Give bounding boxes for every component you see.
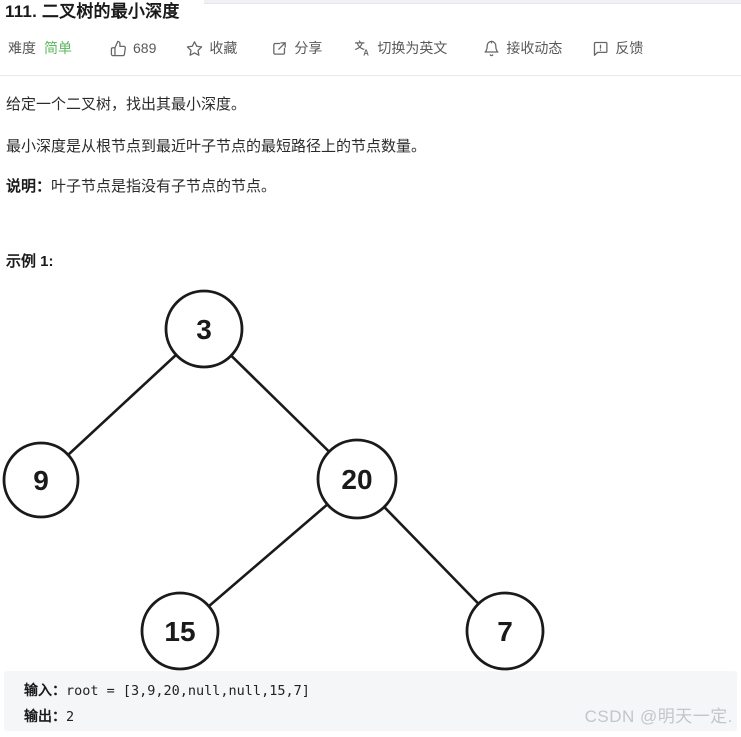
feedback-icon [592, 40, 609, 57]
input-label: 输入： [24, 682, 66, 698]
tree-node-value: 20 [341, 464, 372, 495]
example-heading: 示例 1: [6, 253, 54, 270]
page-title: 111. 二叉树的最小深度 [5, 2, 180, 21]
tree-node-value: 15 [164, 616, 195, 647]
share-icon [271, 40, 288, 57]
description-paragraph-1: 给定一个二叉树，找出其最小深度。 [6, 96, 247, 113]
example-code-block: 输入：root = [3,9,20,null,null,15,7] 输出：2 [4, 671, 737, 731]
header-divider [0, 75, 741, 76]
share-label: 分享 [294, 40, 323, 56]
top-edge-strip [204, 0, 741, 4]
like-count: 689 [133, 40, 157, 56]
difficulty-badge[interactable]: 简单 [44, 40, 72, 56]
example-output-line: 输出：2 [24, 703, 737, 729]
tree-node-value: 9 [33, 465, 49, 496]
tree-node-circle [316, 438, 398, 520]
tree-node-circle [465, 591, 545, 671]
favorite-button[interactable]: 收藏 [186, 38, 237, 58]
subscribe-label: 接收动态 [506, 40, 563, 56]
like-button[interactable]: 689 [110, 40, 156, 57]
share-button[interactable]: 分享 [271, 38, 322, 58]
description-paragraph-3: 说明：叶子节点是指没有子节点的节点。 [6, 175, 276, 196]
bell-icon [483, 40, 500, 57]
output-value: 2 [66, 709, 75, 725]
favorite-label: 收藏 [209, 40, 238, 56]
tree-node-circle [2, 441, 80, 519]
thumbs-up-icon [110, 40, 127, 57]
output-label: 输出： [24, 708, 66, 724]
watermark: CSDN @明天一定. [584, 707, 733, 726]
tree-node-value: 3 [196, 314, 212, 345]
binary-tree-diagram: 3 9 20 15 7 [2, 289, 545, 671]
feedback-label: 反馈 [615, 40, 644, 56]
svg-text:A: A [364, 48, 370, 56]
subscribe-button[interactable]: 接收动态 [483, 38, 562, 58]
example-input-line: 输入：root = [3,9,20,null,null,15,7] [24, 677, 737, 703]
tree-node-circle [140, 591, 220, 671]
note-label: 说明： [6, 178, 52, 195]
feedback-button[interactable]: 反馈 [592, 38, 643, 58]
note-text: 叶子节点是指没有子节点的节点。 [51, 178, 277, 195]
input-value: root = [3,9,20,null,null,15,7] [66, 683, 310, 699]
switch-language-label: 切换为英文 [377, 40, 448, 56]
description-paragraph-2: 最小深度是从根节点到最近叶子节点的最短路径上的节点数量。 [6, 138, 427, 155]
tree-node-value: 7 [497, 616, 513, 647]
star-icon [186, 40, 203, 57]
difficulty-label: 难度 [8, 40, 36, 56]
tree-node-circle [164, 289, 244, 369]
svg-text:文: 文 [355, 40, 365, 52]
